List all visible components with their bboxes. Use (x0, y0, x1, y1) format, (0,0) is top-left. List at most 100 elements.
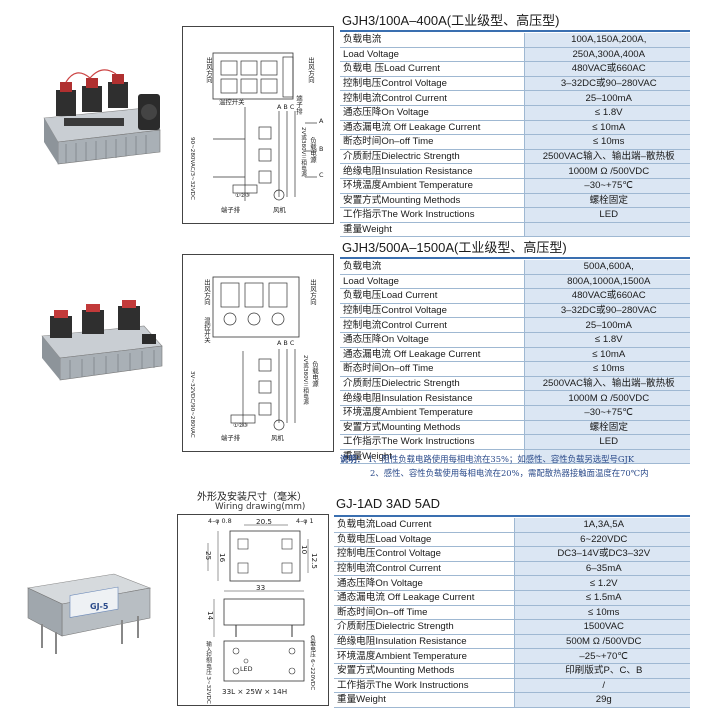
spec-value: 29g (513, 692, 690, 708)
diagram2-wind-dir2: 出风方向 (309, 279, 317, 305)
spec-value: 480VAC或660AC (523, 288, 690, 304)
dim-20-5: 20.5 (256, 517, 273, 526)
spec-key: 重量Weight (340, 449, 524, 465)
diagram2-fan-dir: 出风方向 (203, 279, 211, 305)
dim-10: 10 (300, 545, 309, 555)
spec-row: 环境温度Ambient Temperature–30~+75℃ (340, 178, 690, 194)
spec-value: 500M Ω /500VDC (513, 634, 690, 650)
notes-block: 说明： 1、阻性负载电路使用每相电流在35%；如感性、容性负载另选型号GJK 2… (340, 452, 648, 480)
dim-16: 16 (218, 553, 227, 563)
product-photo-gjh3-500a (38, 298, 166, 388)
spec-value: 6–35mA (513, 561, 690, 577)
diagram1-label-b: B (319, 145, 324, 153)
spec-key: 工作指示The Work Instructions (334, 678, 514, 694)
spec-value: ≤ 1.5mA (513, 590, 690, 606)
spec-value: 2500VAC输入、输出端–散热板 (523, 149, 690, 165)
spec-key: 介质耐压Dielectric Strength (334, 619, 514, 635)
spec-value: –30~+75℃ (523, 405, 690, 421)
dimension-drawing: 4–φ 0.8 20.5 4–φ 1 25 16 10 12.5 33 14 输… (177, 514, 329, 706)
dim-25: 25 (204, 551, 213, 561)
spec-value: ≤ 10mA (523, 120, 690, 136)
spec-value: ≤ 1.2V (513, 575, 690, 591)
spec-value: 25–100mA (523, 317, 690, 333)
spec-value: 100A,150A,200A, (523, 33, 690, 48)
spec-key: 环境温度Ambient Temperature (334, 648, 514, 664)
spec-value (523, 222, 690, 238)
diagram1-terminal: 端子排 (221, 206, 241, 214)
dim-14: 14 (206, 611, 215, 621)
spec-value (523, 449, 690, 465)
product-photo-gjh3-100a (36, 60, 164, 170)
spec-key: 重量Weight (340, 222, 524, 238)
diagram1-temp-switch: 温控开关 (219, 98, 245, 106)
diagram1-fan-dir: 出风方向 (205, 57, 213, 83)
spec-row: 通态漏电流 Off Leakage Current≤ 1.5mA (334, 590, 690, 606)
spec-value: 250A,300A,400A (523, 47, 690, 63)
spec-key: 工作指示The Work Instructions (340, 207, 524, 223)
diagram1-term-sym: ①②③ (235, 193, 251, 199)
dims-heading: 外形及安装尺寸（毫米） (197, 492, 307, 503)
spec-key: 安置方式Mounting Methods (334, 663, 514, 679)
spec-key: 介质耐压Dielectric Strength (340, 376, 524, 392)
spec-key: 通态压降On Voltage (334, 575, 514, 591)
spec-key: 负载电 压Load Current (340, 61, 524, 77)
spec-row: 通态漏电流 Off Leakage Current≤ 10mA (340, 120, 690, 136)
diagram2-power-label: 2V或380V三相电源 (302, 355, 308, 405)
diagram2-fan: 风机 (271, 434, 284, 442)
spec-key: 绝缘电阻Insulation Resistance (334, 634, 514, 650)
spec-row: 断态时间On–off Time≤ 10ms (334, 605, 690, 621)
dim-led: LED (240, 665, 253, 673)
spec-key: Load Voltage (340, 274, 524, 290)
diagram1-terminal2: 端子排 (295, 95, 303, 115)
spec-key: 负载电流Load Current (334, 518, 514, 533)
spec-key: 控制电流Control Current (334, 561, 514, 577)
notes-line-1: 1、阻性负载电路使用每相电流在35%；如感性、容性负载另选型号GJK (367, 454, 635, 464)
spec-value: LED (523, 434, 690, 450)
relay-label: GJ-5 (90, 602, 109, 611)
spec-value: 1000M Ω /500VDC (523, 163, 690, 179)
spec-row: 通态压降On Voltage≤ 1.2V (334, 575, 690, 591)
spec-key: 负载电流 (340, 260, 524, 275)
spec-key: 断态时间On–off Time (340, 361, 524, 377)
spec-key: 控制电压Control Voltage (340, 303, 524, 319)
diagram2-temp-switch: 温控开关 (203, 317, 211, 343)
spec-key: 安置方式Mounting Methods (340, 420, 524, 436)
section3-title: GJ-1AD 3AD 5AD (336, 496, 441, 511)
section2-title: GJH3/500A–1500A(工业级型、高压型) (342, 240, 567, 255)
spec-row: 通态压降On Voltage≤ 1.8V (340, 105, 690, 121)
spec-value: DC3–14V或DC3–32V (513, 546, 690, 562)
spec-key: 绝缘电阻Insulation Resistance (340, 390, 524, 406)
spec-key: 通态漏电流 Off Leakage Current (334, 590, 514, 606)
spec-key: 通态漏电流 Off Leakage Current (340, 347, 524, 363)
spec-value: 3–32DC或90–280VAC (523, 76, 690, 92)
spec-value: –30~+75℃ (523, 178, 690, 194)
spec-key: 安置方式Mounting Methods (340, 193, 524, 209)
spec-value: –25~+70℃ (513, 648, 690, 664)
dim-load-label: 负载电压 6~220VDC (309, 635, 315, 691)
spec-value: 480VAC或660AC (523, 61, 690, 77)
diagram2-ctrl-label: 3V~32VDC/90~280VAC (189, 371, 195, 438)
diagram2-load-label: 负载电源 (311, 361, 319, 387)
spec-value: 800A,1000A,1500A (523, 274, 690, 290)
spec-row: 断态时间On–off Time≤ 10ms (340, 134, 690, 150)
spec-row: 通态漏电流 Off Leakage Current≤ 10mA (340, 347, 690, 363)
diagram1-label-a: A (319, 117, 324, 125)
spec-value: ≤ 10mA (523, 347, 690, 363)
diagram1-wind-dir2: 出风方向 (307, 57, 315, 83)
diagram2-abc: A B C (277, 339, 295, 347)
